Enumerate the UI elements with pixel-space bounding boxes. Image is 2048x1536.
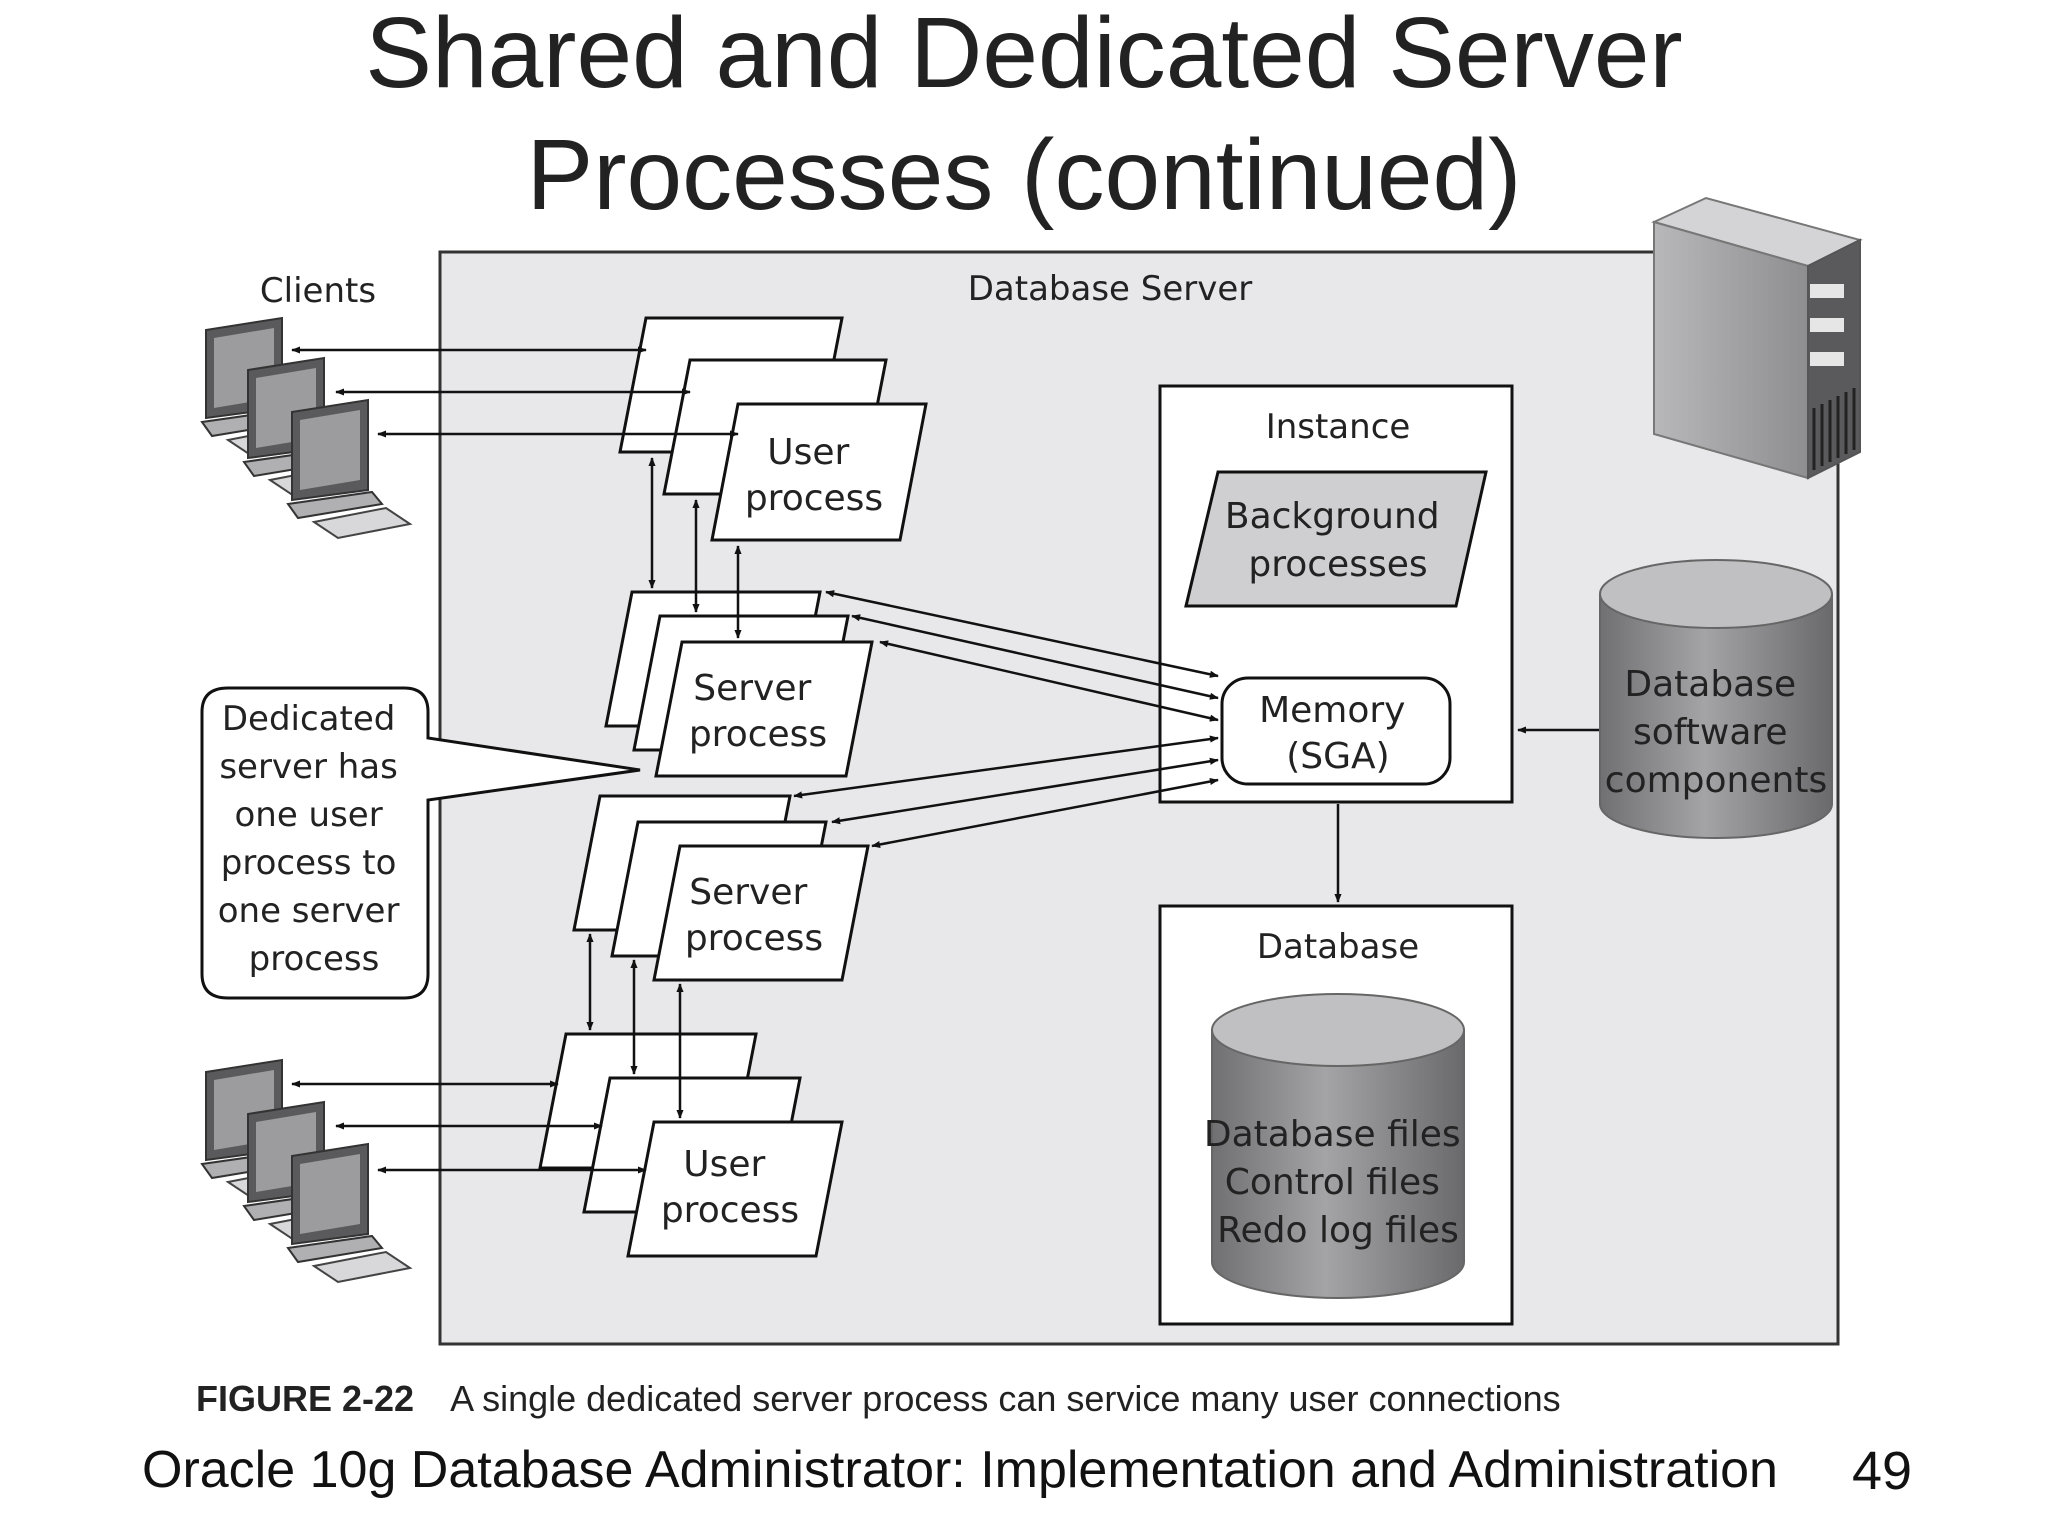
database-files-label: Database files Control files Redo log fi… bbox=[1204, 1114, 1472, 1251]
database-files-cylinder bbox=[1211, 993, 1465, 1299]
memory-sga-label: Memory (SGA) bbox=[1259, 690, 1417, 777]
user-process-top-label: User process bbox=[745, 432, 883, 519]
client-computer-icon bbox=[286, 1142, 413, 1284]
figure-caption: FIGURE 2-22 A single dedicated server pro… bbox=[196, 1378, 1561, 1420]
callout-text: Dedicated server has one user process to… bbox=[218, 699, 411, 979]
client-computer-icon bbox=[286, 398, 413, 540]
slide-title: Shared and Dedicated Server Processes (c… bbox=[0, 0, 2048, 236]
software-components-label: Database software components bbox=[1605, 664, 1827, 801]
user-process-stack-top bbox=[618, 316, 928, 542]
page-number: 49 bbox=[1852, 1441, 1913, 1501]
instance-label: Instance bbox=[1266, 407, 1411, 447]
database-server-label: Database Server bbox=[968, 269, 1253, 309]
memory-sga-box bbox=[1220, 676, 1452, 786]
user-process-stack-bottom bbox=[538, 1032, 844, 1258]
server-process-stack-bottom bbox=[572, 794, 870, 982]
user-process-bottom-label: User process bbox=[661, 1144, 799, 1231]
figure-caption-text: A single dedicated server process can se… bbox=[450, 1378, 1561, 1419]
server-process-top-label: Server process bbox=[689, 668, 827, 755]
footer-course-title: Oracle 10g Database Administrator: Imple… bbox=[142, 1441, 1778, 1499]
background-processes-label: Background processes bbox=[1225, 496, 1451, 585]
slide-title-line1: Shared and Dedicated Server bbox=[365, 0, 1683, 109]
dedicated-server-callout: Dedicated server has one user process to… bbox=[200, 686, 641, 1000]
figure-caption-label: FIGURE 2-22 bbox=[196, 1378, 415, 1419]
sga-arrows bbox=[793, 590, 1219, 849]
cylinder-storage-icon bbox=[1599, 559, 1833, 839]
client-computers-top bbox=[200, 316, 413, 540]
server-process-bottom-label: Server process bbox=[685, 872, 823, 959]
client-arrows bbox=[291, 346, 739, 1174]
process-link-arrows bbox=[586, 457, 742, 1119]
slide-title-line2: Processes (continued) bbox=[526, 119, 1522, 231]
database-label: Database bbox=[1257, 927, 1419, 967]
background-processes-box bbox=[1184, 470, 1488, 608]
server-tower-icon bbox=[1651, 196, 1863, 480]
client-computers-bottom bbox=[200, 1058, 413, 1284]
clients-label: Clients bbox=[260, 271, 376, 311]
